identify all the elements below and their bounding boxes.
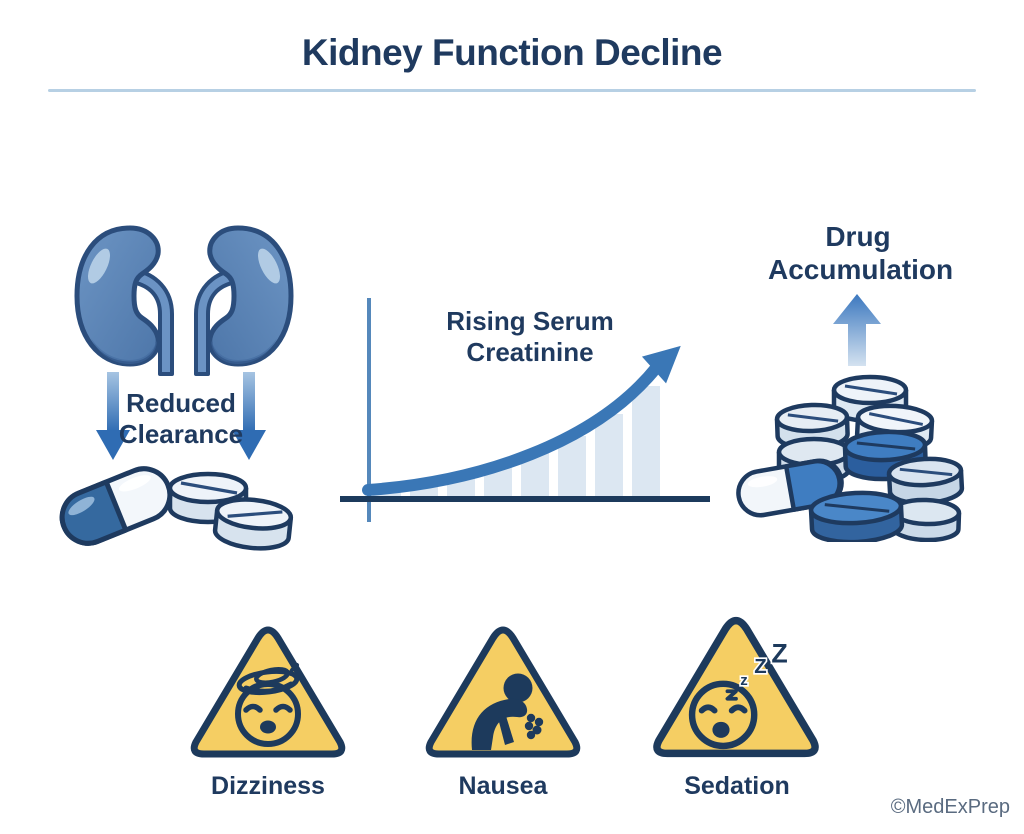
up-arrow-icon (833, 294, 881, 366)
creatinine-chart (340, 298, 710, 522)
title-divider (48, 89, 976, 92)
kidneys-icon (74, 225, 296, 376)
capsule-and-tablets-icon (59, 466, 294, 551)
down-arrow-icon (232, 372, 266, 460)
reduced-clearance-caption: Reduced Clearance (118, 388, 244, 449)
warning-label-sedation: Sedation (684, 772, 790, 800)
z-letter: z (740, 672, 748, 689)
page-title: Kidney Function Decline (301, 32, 723, 73)
drug-accumulation-caption: Drug Accumulation (768, 221, 954, 286)
warning-label-dizziness: Dizziness (211, 772, 325, 800)
rising-curve-arrow-icon (362, 345, 681, 496)
z-letter: Z (754, 656, 766, 678)
warning-label-nausea: Nausea (458, 772, 548, 800)
down-arrow-icon (96, 372, 130, 460)
pill-pile-icon (736, 374, 965, 542)
nausea-person-icon (425, 626, 581, 758)
sleepy-face-icon: z Z Z (653, 616, 819, 758)
chart-label: Rising Serum Creatinine (446, 306, 614, 367)
z-letter: Z (771, 638, 787, 668)
dizzy-face-icon (190, 626, 346, 758)
watermark: ©MedExPrep (890, 796, 1010, 818)
